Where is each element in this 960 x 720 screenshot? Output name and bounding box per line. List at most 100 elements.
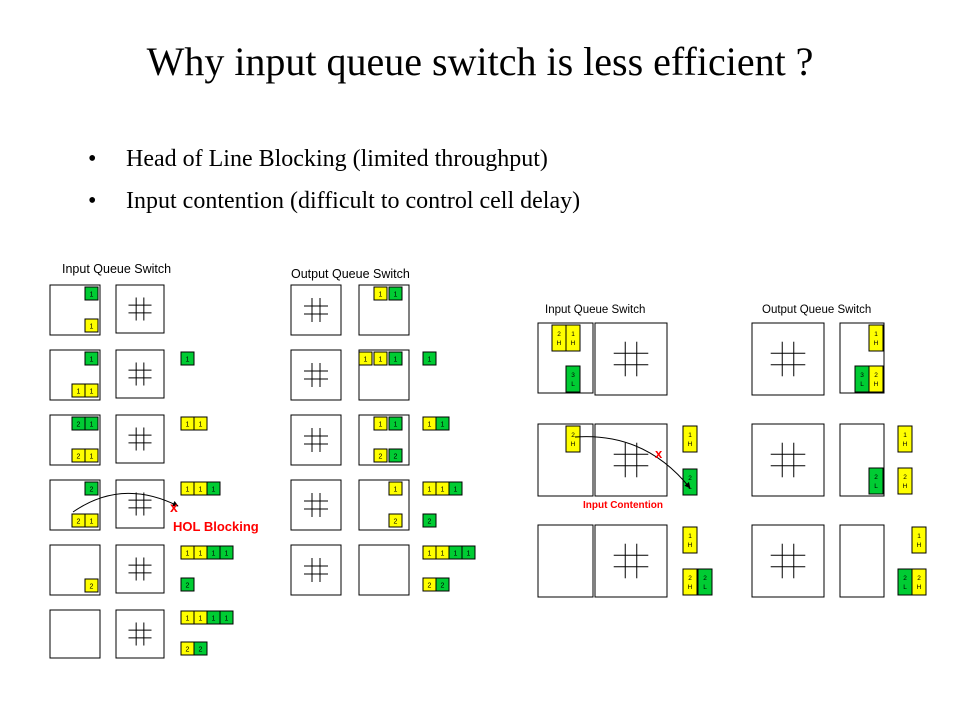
queued-cell: 2L bbox=[697, 568, 713, 596]
svg-text:2: 2 bbox=[428, 519, 432, 526]
switch-fabric bbox=[751, 423, 825, 497]
switch-fabric bbox=[290, 544, 342, 596]
svg-text:2: 2 bbox=[199, 647, 203, 654]
queued-cell: 1 bbox=[206, 545, 221, 560]
queue-buffer bbox=[358, 544, 410, 596]
queued-cell: 1 bbox=[84, 286, 99, 301]
slide-title: Why input queue switch is less efficient… bbox=[146, 39, 814, 84]
svg-text:2: 2 bbox=[394, 519, 398, 526]
queued-cell: 1 bbox=[84, 513, 99, 528]
queue-buffer bbox=[49, 609, 101, 659]
queued-cell: 1 bbox=[84, 416, 99, 431]
switch-fabric bbox=[290, 349, 342, 401]
svg-text:H: H bbox=[688, 542, 693, 549]
switch-fabric bbox=[115, 414, 165, 464]
queued-cell: 1 bbox=[448, 545, 463, 560]
svg-text:H: H bbox=[874, 340, 879, 347]
svg-text:1: 1 bbox=[428, 487, 432, 494]
svg-text:2: 2 bbox=[186, 583, 190, 590]
queued-cell: 2 bbox=[422, 513, 437, 528]
queued-cell: 1 bbox=[219, 610, 234, 625]
hol-input-queue-label: Input Queue Switch bbox=[62, 262, 171, 276]
svg-text:2: 2 bbox=[903, 575, 907, 582]
switch-fabric bbox=[290, 479, 342, 531]
queued-cell: 1 bbox=[193, 416, 208, 431]
switch-fabric bbox=[290, 414, 342, 466]
queued-cell: 2H bbox=[911, 568, 927, 596]
bullet-list: Head of Line Blocking (limited throughpu… bbox=[86, 138, 580, 222]
queued-cell: 1 bbox=[180, 351, 195, 366]
ic-input-queue-label: Input Queue Switch bbox=[545, 304, 645, 316]
queued-cell: 2 bbox=[84, 578, 99, 593]
svg-text:1: 1 bbox=[199, 551, 203, 558]
svg-text:1: 1 bbox=[467, 551, 471, 558]
svg-text:1: 1 bbox=[394, 422, 398, 429]
queued-cell: 2H bbox=[897, 467, 913, 495]
svg-text:1: 1 bbox=[428, 422, 432, 429]
queued-cell: 1 bbox=[373, 351, 388, 366]
hol-block-mark: x bbox=[170, 499, 178, 515]
queued-cell: 2H bbox=[551, 324, 567, 352]
ic-output-queue-label: Output Queue Switch bbox=[762, 304, 871, 316]
svg-text:1: 1 bbox=[186, 422, 190, 429]
queued-cell: 3L bbox=[565, 365, 581, 393]
queued-cell: 3L bbox=[854, 365, 870, 393]
queued-cell: 1H bbox=[897, 425, 913, 453]
queued-cell: 1 bbox=[435, 545, 450, 560]
queued-cell: 2 bbox=[435, 577, 450, 592]
svg-text:2: 2 bbox=[77, 422, 81, 429]
svg-text:1: 1 bbox=[90, 519, 94, 526]
svg-text:2: 2 bbox=[379, 454, 383, 461]
svg-text:2: 2 bbox=[874, 474, 878, 481]
svg-text:1: 1 bbox=[688, 432, 692, 439]
queued-cell: 2 bbox=[388, 513, 403, 528]
queued-cell: 1 bbox=[422, 416, 437, 431]
queued-cell: 2 bbox=[180, 641, 195, 656]
queued-cell: 2H bbox=[565, 425, 581, 453]
svg-text:1: 1 bbox=[186, 551, 190, 558]
queued-cell: 1 bbox=[358, 351, 373, 366]
queued-cell: 1 bbox=[461, 545, 476, 560]
svg-text:2: 2 bbox=[688, 575, 692, 582]
queued-cell: 1 bbox=[180, 416, 195, 431]
queued-cell: 1 bbox=[84, 448, 99, 463]
switch-fabric bbox=[115, 349, 165, 399]
svg-text:1: 1 bbox=[212, 487, 216, 494]
svg-text:1: 1 bbox=[571, 331, 575, 338]
svg-text:2: 2 bbox=[186, 647, 190, 654]
queued-cell: 2L bbox=[868, 467, 884, 495]
svg-text:1: 1 bbox=[379, 292, 383, 299]
svg-text:1: 1 bbox=[903, 432, 907, 439]
svg-text:1: 1 bbox=[77, 389, 81, 396]
svg-text:1: 1 bbox=[199, 422, 203, 429]
svg-text:1: 1 bbox=[90, 292, 94, 299]
queued-cell: 1 bbox=[435, 416, 450, 431]
svg-text:1: 1 bbox=[917, 533, 921, 540]
switch-fabric bbox=[115, 544, 165, 594]
queue-buffer bbox=[537, 524, 594, 598]
svg-text:2: 2 bbox=[703, 575, 707, 582]
svg-text:2: 2 bbox=[77, 454, 81, 461]
svg-text:1: 1 bbox=[212, 616, 216, 623]
queued-cell: 1H bbox=[565, 324, 581, 352]
svg-text:1: 1 bbox=[199, 487, 203, 494]
svg-text:2: 2 bbox=[77, 519, 81, 526]
svg-text:L: L bbox=[903, 584, 907, 591]
svg-text:2: 2 bbox=[874, 372, 878, 379]
svg-text:H: H bbox=[688, 584, 693, 591]
queued-cell: 2 bbox=[84, 481, 99, 496]
queued-cell: 2 bbox=[71, 416, 86, 431]
switch-fabric bbox=[115, 284, 165, 334]
hol-blocking-arrow bbox=[72, 492, 179, 513]
svg-text:H: H bbox=[571, 441, 576, 448]
queued-cell: 1 bbox=[180, 545, 195, 560]
queued-cell: 1H bbox=[868, 324, 884, 352]
svg-text:1: 1 bbox=[394, 357, 398, 364]
svg-text:1: 1 bbox=[441, 487, 445, 494]
switch-fabric bbox=[290, 284, 342, 336]
svg-text:L: L bbox=[860, 381, 864, 388]
svg-text:1: 1 bbox=[428, 357, 432, 364]
bullet-input-contention: Input contention (difficult to control c… bbox=[86, 180, 580, 222]
queued-cell: 1 bbox=[206, 610, 221, 625]
svg-text:H: H bbox=[557, 340, 562, 347]
